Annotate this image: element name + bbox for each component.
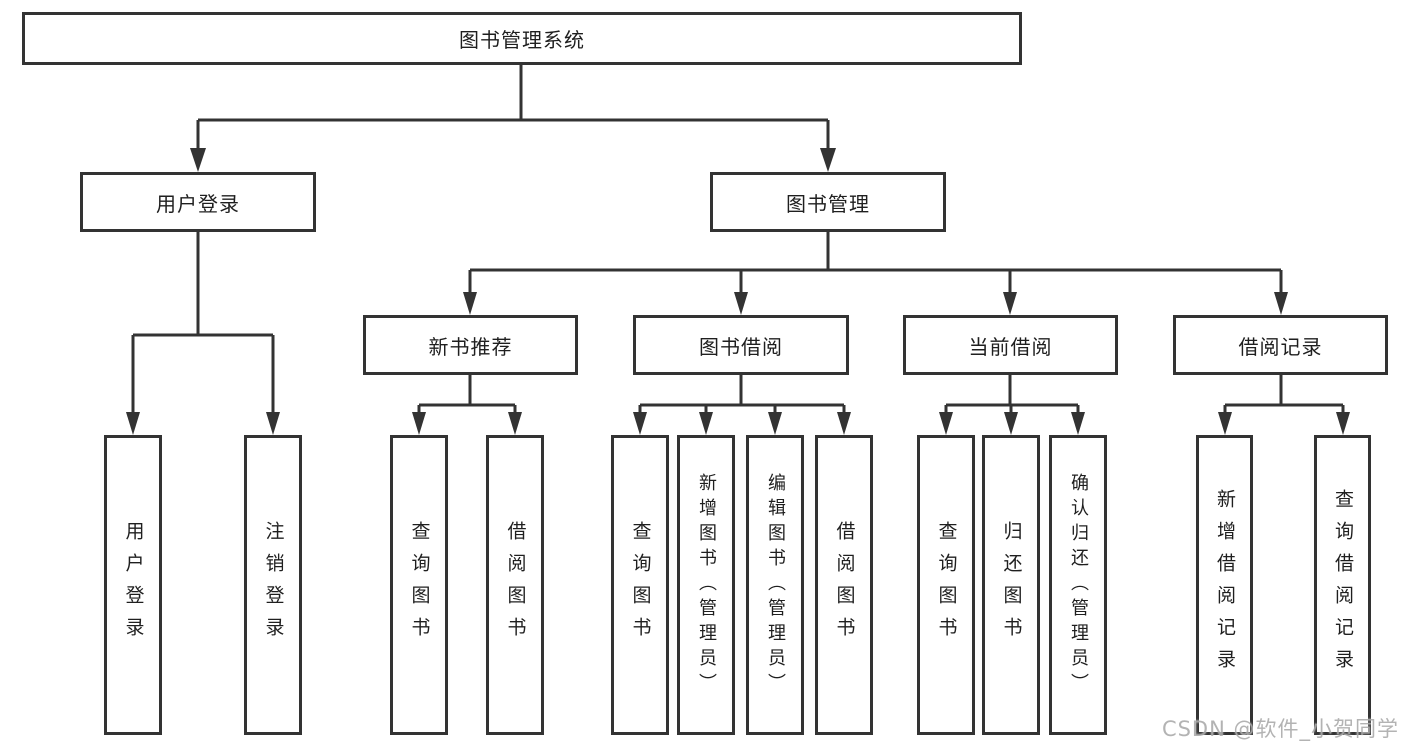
node-borrowing-records: 借阅记录 xyxy=(1173,315,1388,375)
node-book-management: 图书管理 xyxy=(710,172,946,232)
leaf-current-confirm-return-admin-label: 确认归还（管理员） xyxy=(1068,472,1089,698)
leaf-borrow-borrow-books-label: 借阅图书 xyxy=(833,521,856,649)
leaf-records-add-record-label: 新增借阅记录 xyxy=(1214,489,1236,681)
leaf-borrow-add-books-admin: 新增图书（管理员） xyxy=(677,435,735,735)
leaf-logout-label: 注销登录 xyxy=(262,521,285,649)
leaf-user-login: 用户登录 xyxy=(104,435,162,735)
node-user-login: 用户登录 xyxy=(80,172,316,232)
node-user-login-label: 用户登录 xyxy=(156,191,240,216)
leaf-borrow-query-books-label: 查询图书 xyxy=(629,521,652,649)
leaf-logout: 注销登录 xyxy=(244,435,302,735)
leaf-recommend-query-books: 查询图书 xyxy=(390,435,448,735)
node-book-management-label: 图书管理 xyxy=(786,191,870,216)
leaf-records-query-record-label: 查询借阅记录 xyxy=(1332,489,1354,681)
leaf-current-return-books-label: 归还图书 xyxy=(1000,521,1023,649)
leaf-recommend-borrow-books-label: 借阅图书 xyxy=(504,521,527,649)
node-book-borrowing-label: 图书借阅 xyxy=(699,334,783,359)
leaf-borrow-add-books-admin-label: 新增图书（管理员） xyxy=(696,472,717,698)
leaf-borrow-edit-books-admin-label: 编辑图书（管理员） xyxy=(765,472,786,698)
node-new-book-recommendation-label: 新书推荐 xyxy=(428,334,513,359)
leaf-recommend-borrow-books: 借阅图书 xyxy=(486,435,544,735)
leaf-current-query-books-label: 查询图书 xyxy=(935,521,958,649)
leaf-current-return-books: 归还图书 xyxy=(982,435,1040,735)
node-new-book-recommendation: 新书推荐 xyxy=(363,315,578,375)
node-current-borrowing-label: 当前借阅 xyxy=(968,334,1053,359)
leaf-borrow-query-books: 查询图书 xyxy=(611,435,669,735)
node-system-root: 图书管理系统 xyxy=(22,12,1022,65)
node-system-root-label: 图书管理系统 xyxy=(459,28,585,52)
leaf-records-query-record: 查询借阅记录 xyxy=(1314,435,1371,735)
leaf-current-query-books: 查询图书 xyxy=(917,435,975,735)
node-current-borrowing: 当前借阅 xyxy=(903,315,1118,375)
leaf-user-login-label: 用户登录 xyxy=(122,521,145,649)
node-book-borrowing: 图书借阅 xyxy=(633,315,849,375)
leaf-recommend-query-books-label: 查询图书 xyxy=(408,521,431,649)
leaf-current-confirm-return-admin: 确认归还（管理员） xyxy=(1049,435,1107,735)
csdn-watermark: CSDN @软件_小贺同学 xyxy=(1161,717,1399,741)
leaf-records-add-record: 新增借阅记录 xyxy=(1196,435,1253,735)
node-borrowing-records-label: 借阅记录 xyxy=(1238,334,1323,359)
leaf-borrow-edit-books-admin: 编辑图书（管理员） xyxy=(746,435,804,735)
leaf-borrow-borrow-books: 借阅图书 xyxy=(815,435,873,735)
